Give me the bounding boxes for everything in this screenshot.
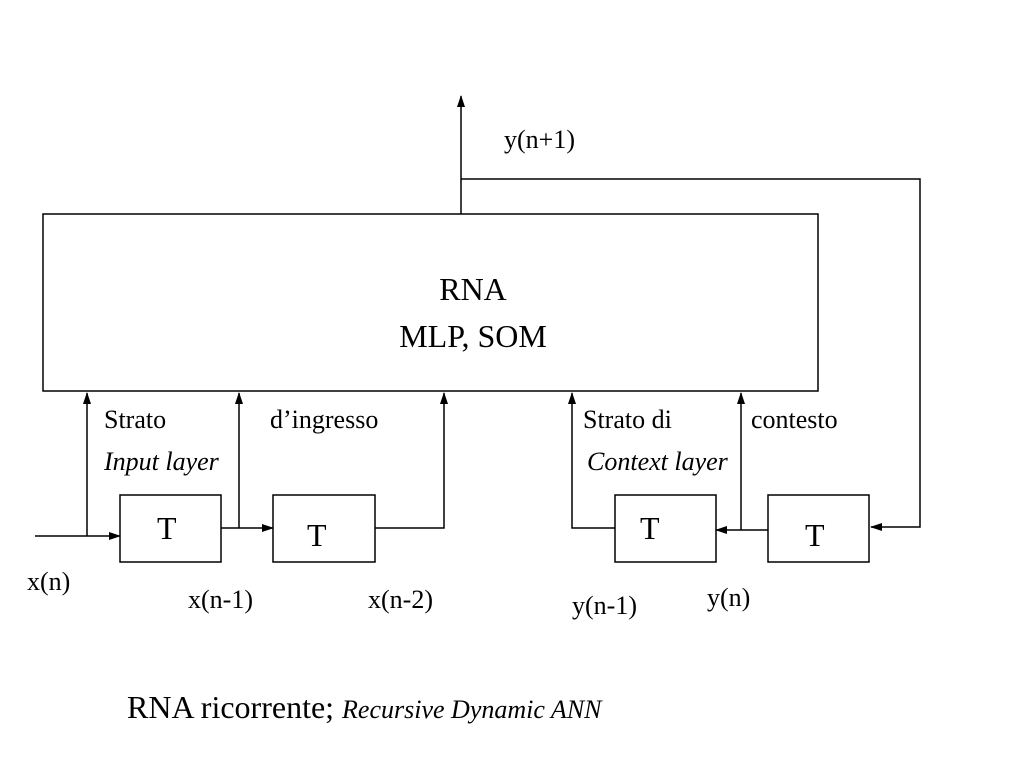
network-block [42,213,819,392]
feedback-line [461,178,921,531]
input-layer-label-right: d’ingresso [270,405,378,434]
output-label: y(n+1) [504,125,575,154]
x-n-label: x(n) [27,567,70,596]
delay-box-4 [767,494,870,563]
input-layer-label-left: Strato [104,405,166,434]
y-n1-label: y(n-1) [572,591,637,620]
y-n-label: y(n) [707,583,750,612]
input-layer-label-en: Input layer [103,447,220,476]
x-n1-label: x(n-1) [188,585,253,614]
caption-main: RNA ricorrente; [127,689,342,725]
delay-box-1 [119,494,222,563]
context-layer-label-en: Context layer [587,447,729,476]
caption: RNA ricorrente; Recursive Dynamic ANN [127,689,603,725]
context-layer-label-right: contesto [751,405,838,434]
context-arrow-1 [568,392,615,529]
context-layer-label-left: Strato di [583,405,672,434]
input-arrow-3 [375,392,448,529]
delay-label-1: T [157,510,177,546]
caption-italic: Recursive Dynamic ANN [341,695,603,724]
delay-label-4: T [805,517,825,553]
network-title: RNA [439,271,507,307]
network-subtitle: MLP, SOM [399,318,547,354]
x-n2-label: x(n-2) [368,585,433,614]
delay-label-3: T [640,510,660,546]
delay-box-3 [614,494,717,563]
delay-label-2: T [307,517,327,553]
